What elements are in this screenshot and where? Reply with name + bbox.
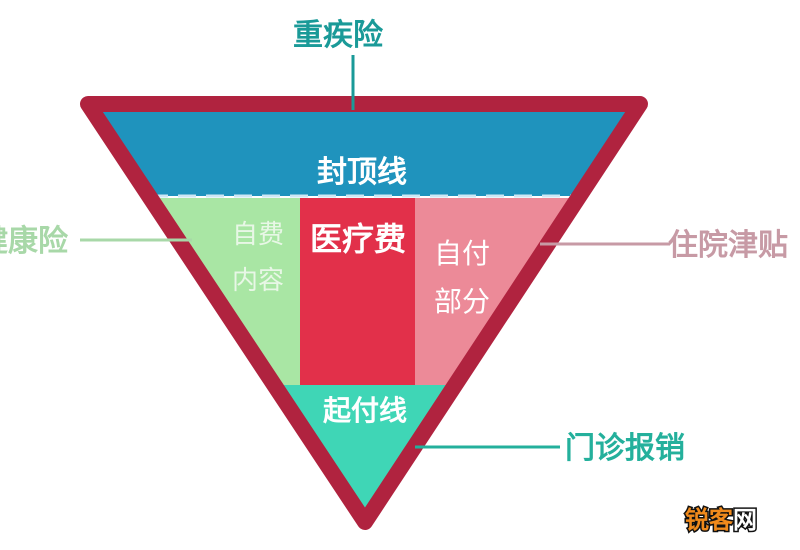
self-pay-part-label: 自付部分 — [433, 237, 490, 318]
triangle-outline — [80, 96, 648, 530]
outpatient-reimbursement-label: 门诊报销 — [565, 431, 685, 466]
self-pay-content-label: 自费内容 — [231, 220, 284, 296]
critical-illness-label: 重疾险 — [293, 18, 384, 53]
watermark-logo: 锐客网 — [685, 506, 757, 534]
hospital-allowance-label: 住院津贴 — [668, 228, 788, 263]
deductible-line-label: 起付线 — [323, 394, 407, 427]
cap-band — [92, 108, 634, 196]
medical-cost-label: 医疗费 — [310, 220, 406, 258]
cap-line-label: 封顶线 — [317, 155, 407, 190]
health-insurance-label: 健康险 — [0, 224, 69, 259]
medical-cost-region — [300, 198, 415, 385]
